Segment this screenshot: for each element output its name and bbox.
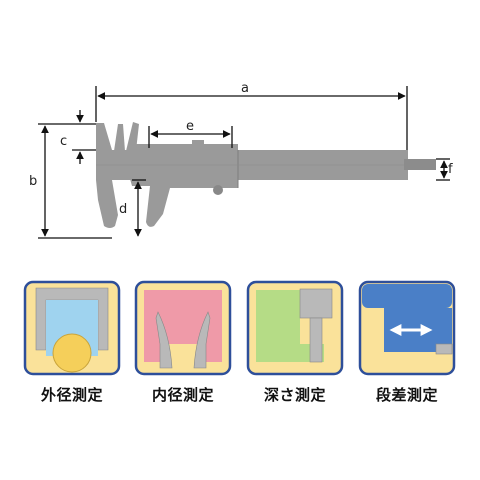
sliding-jaw	[122, 150, 238, 227]
label-e: e	[186, 119, 194, 134]
depth-beam	[299, 288, 333, 319]
inside-bore-lower-right	[206, 344, 222, 362]
label-d: d	[119, 202, 127, 217]
fixed-jaw	[96, 123, 118, 228]
caption-outside: 外径測定	[40, 386, 103, 404]
step-base-tool	[435, 343, 453, 355]
depth-rod	[404, 159, 436, 170]
caption-inside: 内径測定	[151, 386, 214, 404]
card-depth	[246, 280, 344, 376]
upper-knife-right	[126, 122, 139, 151]
caption-depth: 深さ測定	[263, 386, 326, 404]
label-b: b	[29, 174, 37, 189]
depth-hole-lower	[256, 344, 324, 362]
depth-hole	[256, 290, 300, 344]
label-f: f	[448, 162, 453, 177]
label-a: a	[241, 81, 249, 96]
dimension-lines	[38, 86, 450, 239]
depth-rod-tip	[309, 317, 323, 363]
card-step	[358, 280, 456, 376]
inside-bore	[144, 290, 222, 344]
card-inside	[134, 280, 232, 376]
slider-top	[128, 144, 238, 152]
upper-knife-left	[114, 124, 125, 151]
label-c: c	[60, 134, 67, 149]
inside-bore-lower-left	[144, 344, 160, 362]
outside-workpiece	[52, 333, 92, 373]
inside-jaw-right	[193, 311, 211, 369]
lock-screw	[192, 140, 204, 146]
caption-step: 段差測定	[375, 386, 438, 404]
card-outside	[23, 280, 121, 376]
vernier-caliper	[96, 122, 436, 228]
thumb-wheel	[213, 185, 223, 195]
inside-jaw-left	[155, 311, 173, 369]
step-upper	[362, 284, 452, 308]
